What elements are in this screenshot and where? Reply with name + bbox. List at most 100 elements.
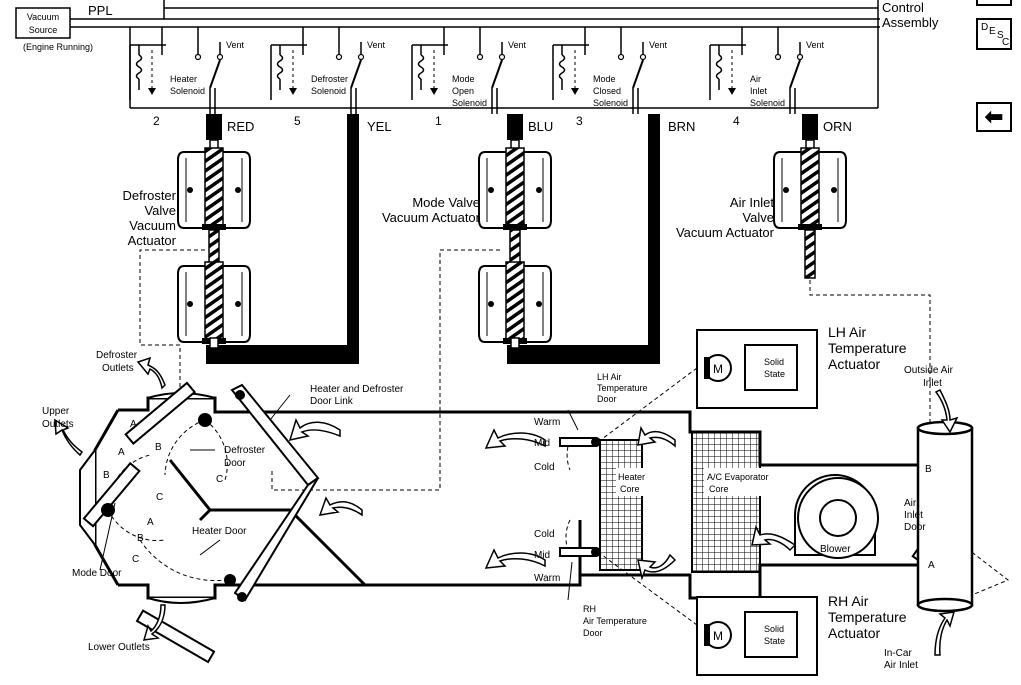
- svg-text:Actuator: Actuator: [128, 233, 177, 248]
- svg-text:RED: RED: [227, 119, 254, 134]
- svg-text:LH Air: LH Air: [828, 324, 866, 340]
- top-nav-button[interactable]: C: [976, 0, 1012, 6]
- solenoid-name: Solenoid: [452, 98, 487, 108]
- solenoid-name: Mode: [452, 74, 475, 84]
- svg-text:Door Link: Door Link: [310, 396, 354, 407]
- vent-label: Vent: [226, 40, 245, 50]
- solenoid-name: Mode: [593, 74, 616, 84]
- solenoid-name: Solenoid: [311, 86, 346, 96]
- airflow-arrows: [54, 356, 959, 656]
- solenoid-name: Solenoid: [170, 86, 205, 96]
- svg-text:Valve: Valve: [742, 210, 774, 225]
- svg-text:Heater and Defroster: Heater and Defroster: [310, 384, 404, 395]
- hose-color-labels: RED YEL BLU BRN ORN: [227, 119, 852, 134]
- heater-core: [599, 439, 652, 571]
- desc-letter-s: S: [997, 30, 1004, 41]
- vacuum-hoses: [206, 114, 818, 364]
- svg-text:C: C: [156, 492, 163, 503]
- engine-running-label: (Engine Running): [23, 42, 93, 52]
- svg-text:Temperature: Temperature: [828, 340, 907, 356]
- back-arrow-icon: ⬅: [984, 104, 1004, 129]
- solenoid-name: Heater: [170, 74, 197, 84]
- svg-text:Door: Door: [904, 522, 926, 533]
- svg-text:Door: Door: [224, 458, 246, 469]
- air-inlet-valve-actuator: [773, 139, 847, 279]
- solenoid-name: Inlet: [750, 86, 768, 96]
- svg-text:Solid: Solid: [764, 357, 784, 367]
- svg-text:Vacuum Actuator: Vacuum Actuator: [382, 210, 481, 225]
- svg-text:Mid: Mid: [534, 438, 550, 449]
- svg-text:Air: Air: [904, 498, 917, 509]
- svg-text:Door: Door: [597, 394, 617, 404]
- air-inlet-duct: [916, 420, 974, 613]
- desc-letter-d: D: [981, 22, 989, 33]
- desc-letter-e: E: [989, 26, 996, 37]
- solenoid-name: Solenoid: [750, 98, 785, 108]
- solenoid-name: Air: [750, 74, 761, 84]
- svg-text:B: B: [155, 442, 162, 453]
- evaporator-core: [691, 431, 784, 573]
- svg-text:Vacuum: Vacuum: [27, 12, 59, 22]
- svg-text:Air Temperature: Air Temperature: [583, 616, 647, 626]
- svg-text:B: B: [103, 470, 110, 481]
- leader-lines: [99, 394, 579, 601]
- svg-text:Mid: Mid: [534, 550, 550, 561]
- actuator-labels: Defroster Valve Vacuum Actuator Mode Val…: [123, 188, 775, 248]
- mode-valve-actuator: [478, 139, 552, 349]
- svg-text:Warm: Warm: [534, 573, 560, 584]
- vacuum-actuators: [177, 139, 847, 349]
- desc-letter-c: C: [1002, 37, 1010, 48]
- svg-text:RH Air: RH Air: [828, 593, 869, 609]
- svg-text:Heater Door: Heater Door: [192, 526, 247, 537]
- svg-text:BLU: BLU: [528, 119, 553, 134]
- svg-text:Cold: Cold: [534, 529, 555, 540]
- description-button[interactable]: D E S C: [976, 18, 1012, 50]
- svg-text:ORN: ORN: [823, 119, 852, 134]
- svg-text:B: B: [137, 533, 144, 544]
- solenoid-number: 3: [576, 114, 583, 128]
- svg-text:Defroster: Defroster: [224, 445, 266, 456]
- vent-label: Vent: [649, 40, 668, 50]
- svg-text:Outlets: Outlets: [42, 419, 74, 430]
- lh-temp-actuator: [696, 329, 818, 409]
- vent-label: Vent: [367, 40, 386, 50]
- vent-label: Vent: [806, 40, 825, 50]
- vacuum-source: Vacuum Source (Engine Running): [15, 7, 93, 52]
- svg-text:In-Car: In-Car: [884, 648, 912, 659]
- svg-text:Heater: Heater: [618, 472, 645, 482]
- svg-text:Door: Door: [583, 628, 603, 638]
- svg-text:BRN: BRN: [668, 119, 695, 134]
- actuator-linkages: [139, 249, 1009, 601]
- door-link: [230, 383, 320, 602]
- svg-text:B: B: [925, 464, 932, 475]
- svg-text:A/C Evaporator: A/C Evaporator: [707, 472, 769, 482]
- svg-text:Outside Air: Outside Air: [904, 365, 954, 376]
- back-button[interactable]: ⬅: [976, 102, 1012, 132]
- svg-text:Core: Core: [709, 484, 729, 494]
- defroster-valve-actuator: [177, 139, 251, 349]
- solenoid-name: Open: [452, 86, 474, 96]
- solenoid-number: 2: [153, 114, 160, 128]
- svg-text:Core: Core: [620, 484, 640, 494]
- svg-text:State: State: [764, 369, 785, 379]
- svg-text:C: C: [216, 474, 223, 485]
- hvac-case: [93, 396, 920, 600]
- svg-text:YEL: YEL: [367, 119, 392, 134]
- svg-text:Blower: Blower: [820, 544, 851, 555]
- svg-text:RH: RH: [583, 604, 596, 614]
- control-assembly-label-1: Control: [882, 0, 924, 15]
- svg-text:Defroster: Defroster: [123, 188, 177, 203]
- svg-text:Vacuum: Vacuum: [129, 218, 176, 233]
- solenoid-number: 4: [733, 114, 740, 128]
- solenoid-name: Defroster: [311, 74, 348, 84]
- svg-text:Inlet: Inlet: [904, 510, 923, 521]
- control-assembly-label-2: Assembly: [882, 15, 939, 30]
- svg-text:Mode Door: Mode Door: [72, 568, 122, 579]
- svg-text:A: A: [147, 517, 154, 528]
- svg-text:Air Inlet: Air Inlet: [730, 195, 774, 210]
